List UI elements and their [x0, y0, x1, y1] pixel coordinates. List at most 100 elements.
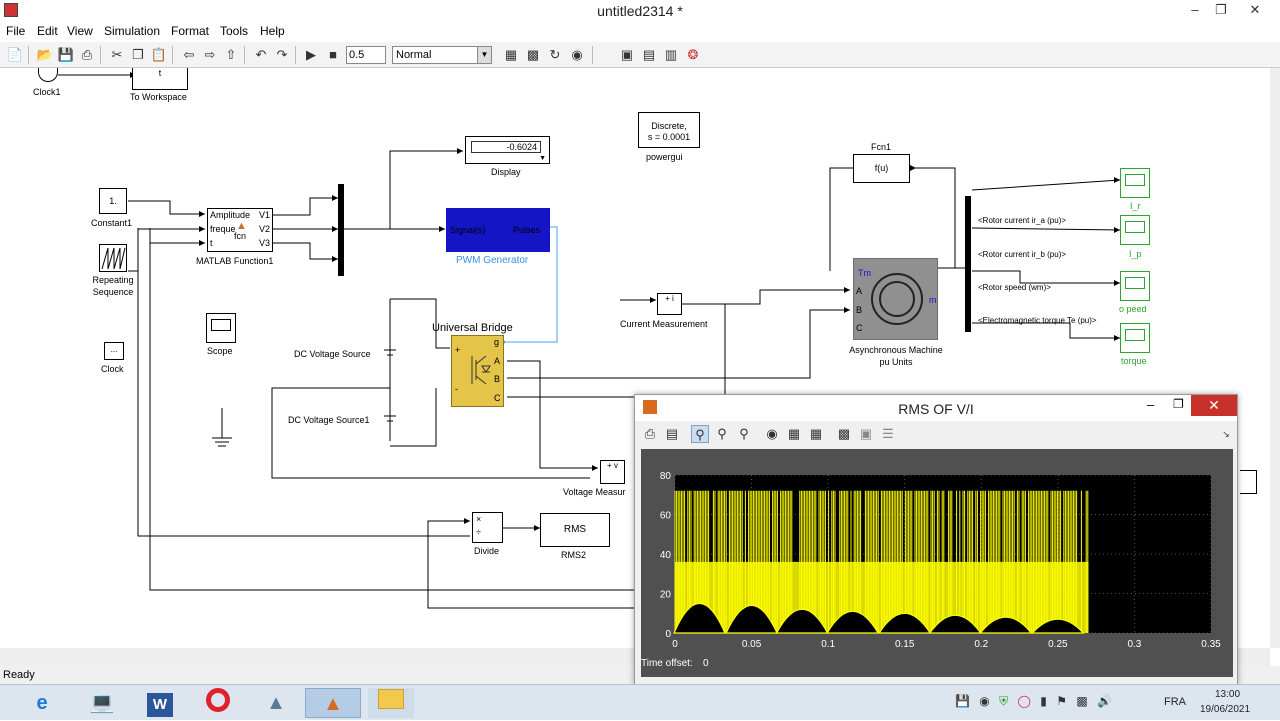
library-browser-icon[interactable]: ▣	[620, 47, 634, 62]
chevron-down-icon[interactable]: ▼	[477, 47, 491, 63]
signal-rotor-current-b: <Rotor current ir_b (pu)>	[978, 250, 1067, 259]
cut-icon[interactable]: ✂	[111, 47, 123, 62]
rms-block[interactable]: RMS	[540, 513, 610, 547]
clock1-icon[interactable]	[38, 68, 58, 82]
undo-icon[interactable]: ↶	[255, 47, 267, 62]
parameters-icon[interactable]: ▤	[665, 426, 679, 441]
toolbar-separator	[100, 46, 101, 64]
floating-scope-icon[interactable]: ▩	[837, 426, 851, 441]
menu-edit[interactable]: Edit	[37, 24, 58, 38]
repeating-sequence-block[interactable]	[99, 244, 127, 272]
to-workspace-block[interactable]: t	[132, 68, 188, 90]
current-measurement-block[interactable]: + i	[657, 293, 682, 315]
copy-icon[interactable]: ❐	[132, 47, 144, 62]
close-icon[interactable]: ✕	[1191, 395, 1237, 416]
debug-icon[interactable]: ◉	[571, 47, 583, 62]
build-icon[interactable]: ▩	[526, 47, 540, 62]
explorer-icon[interactable]: ▤	[642, 47, 656, 62]
stop-icon[interactable]: ■	[329, 47, 337, 62]
opera-tray-icon[interactable]: ◯	[1017, 694, 1031, 708]
up-icon[interactable]: ⇧	[225, 47, 237, 62]
scope-torque-block[interactable]	[1120, 323, 1150, 353]
autoscale-icon[interactable]: ◉	[766, 426, 778, 441]
clock-block[interactable]: ...	[104, 342, 124, 360]
pwm-generator-block[interactable]: Signal(s) Pulses	[446, 208, 550, 252]
display-label: Display	[491, 167, 521, 177]
language-indicator[interactable]: FRA	[1164, 696, 1186, 708]
save-icon[interactable]: 💾	[955, 694, 970, 708]
open-icon[interactable]: 📂	[36, 47, 54, 62]
menu-file[interactable]: File	[6, 24, 26, 38]
vertical-scrollbar[interactable]	[1270, 68, 1280, 648]
shield-icon[interactable]: ⛨	[999, 694, 1009, 708]
powergui-block[interactable]: Discrete, s = 0.0001	[638, 112, 700, 148]
battery-icon[interactable]: ▮	[1040, 694, 1047, 708]
minimize-icon[interactable]: –	[1191, 2, 1199, 17]
paste-icon[interactable]: 📋	[150, 47, 168, 62]
minimize-icon[interactable]: –	[1147, 397, 1155, 412]
volume-icon[interactable]: 🔊	[1097, 694, 1112, 708]
restore-axes-icon[interactable]: ▦	[809, 426, 823, 441]
scope-block[interactable]	[206, 313, 236, 343]
redo-icon[interactable]: ↷	[276, 47, 288, 62]
play-icon[interactable]: ▶	[306, 47, 316, 62]
chevron-down-icon[interactable]: ↘	[1222, 429, 1230, 439]
offscreen-block[interactable]	[1240, 470, 1257, 494]
voltage-measurement-block[interactable]: + v	[600, 460, 625, 484]
menu-tools[interactable]: Tools	[220, 24, 249, 38]
profiler-icon[interactable]: ▥	[664, 47, 678, 62]
computer-icon[interactable]: 💻	[89, 692, 115, 714]
model-browser-icon[interactable]: ▦	[504, 47, 518, 62]
signal-icon[interactable]: ▩	[1076, 694, 1088, 708]
divide-block[interactable]: ×÷	[472, 512, 503, 543]
model-toolbar: ▦ ▩ ↻ ◉ ▣ ▤ ▥ ❂	[500, 46, 720, 66]
forward-icon[interactable]: ⇨	[204, 47, 216, 62]
print-icon[interactable]: ⎙	[81, 47, 93, 62]
flag-icon[interactable]: ⚑	[1056, 694, 1067, 708]
restore-icon[interactable]: ❐	[1215, 2, 1227, 17]
constant1-block[interactable]: 1.	[99, 188, 127, 214]
matlab-taskbar-icon[interactable]: ▲	[305, 688, 361, 718]
internet-explorer-icon[interactable]: e	[36, 692, 48, 714]
simulation-mode-select[interactable]: Normal▼	[392, 46, 492, 64]
new-icon[interactable]: 📄	[6, 47, 24, 62]
restore-icon[interactable]: ❐	[1173, 397, 1184, 411]
save-icon[interactable]: 💾	[57, 47, 75, 62]
lock-icon[interactable]: ▣	[859, 426, 873, 441]
menu-simulation[interactable]: Simulation	[104, 24, 161, 38]
signal-rotor-current-a: <Rotor current ir_a (pu)>	[978, 216, 1067, 225]
folder-icon[interactable]	[368, 688, 414, 718]
target-icon[interactable]: ❂	[687, 47, 699, 62]
menu-format[interactable]: Format	[171, 24, 210, 38]
save-axes-icon[interactable]: ▦	[787, 426, 801, 441]
x-tick-label: 0.1	[821, 639, 835, 650]
scope-ip-block[interactable]	[1120, 215, 1150, 245]
stop-time-input[interactable]: 0.5	[346, 46, 386, 64]
zoom-icon[interactable]: ⚲	[691, 425, 709, 443]
print-icon[interactable]: ⎙	[644, 426, 656, 441]
display-block[interactable]: -0.6024 ▼	[465, 136, 550, 164]
network-icon[interactable]: ◉	[979, 694, 990, 708]
clock-time[interactable]: 13:00	[1215, 689, 1241, 700]
signal-selection-icon[interactable]: ☰	[882, 426, 894, 441]
opera-icon[interactable]	[196, 688, 240, 718]
fcn1-block[interactable]: f(u)	[853, 154, 910, 183]
scope-speed-block[interactable]	[1120, 271, 1150, 301]
update-icon[interactable]: ↻	[549, 47, 561, 62]
menu-help[interactable]: Help	[260, 24, 285, 38]
scope-ir-block[interactable]	[1120, 168, 1150, 198]
clock-date[interactable]: 19/06/2021	[1200, 704, 1251, 715]
word-icon[interactable]: W	[138, 688, 182, 718]
back-icon[interactable]: ⇦	[183, 47, 195, 62]
matlab-function-block[interactable]: Amplitude freque t V1 V2 V3 fcn ▲	[207, 208, 273, 252]
close-icon[interactable]: ✕	[1249, 2, 1261, 17]
pwm-output-label: Pulses	[513, 225, 541, 235]
zoom-y-icon[interactable]: ⚲	[739, 426, 749, 441]
asynchronous-machine-block[interactable]: Tm A B C m	[853, 258, 938, 340]
scope-window[interactable]: RMS OF V/I – ❐ ✕ ⎙ ▤ ⚲ ⚲ ⚲ ◉ ▦ ▦ ▩ ▣ ☰ ↘…	[634, 394, 1238, 686]
matlab-fn-input-t: t	[210, 238, 213, 248]
zoom-x-icon[interactable]: ⚲	[717, 426, 727, 441]
menu-view[interactable]: View	[67, 24, 93, 38]
cube-app-icon[interactable]: ▲	[266, 692, 286, 714]
universal-bridge-block[interactable]: g A B C + -	[451, 335, 504, 407]
